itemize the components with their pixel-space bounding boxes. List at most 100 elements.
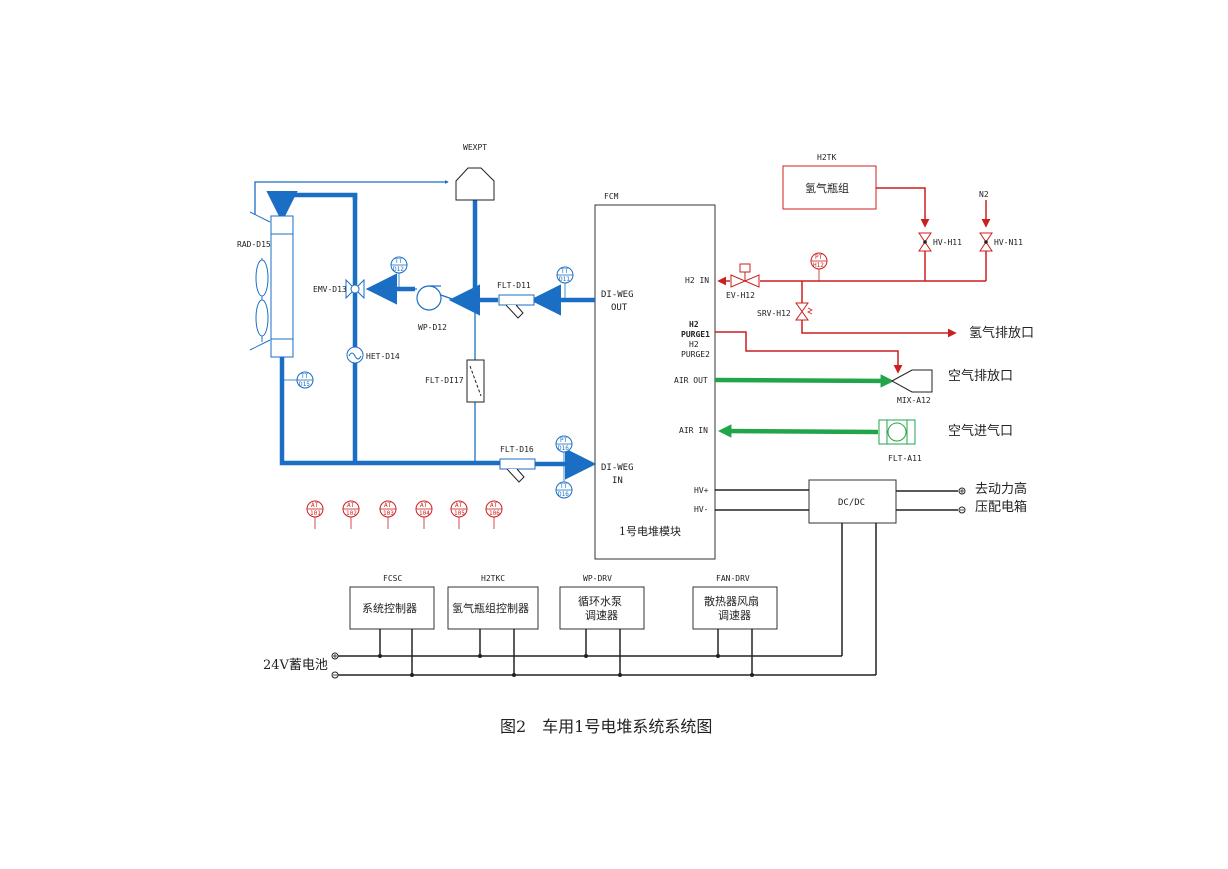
het-d14-label: HET-D14 [366, 352, 400, 361]
svg-text:EV-H12: EV-H12 [726, 291, 755, 300]
svg-text:H12: H12 [813, 262, 824, 269]
flt-di17-label: FLT-DI17 [425, 376, 464, 385]
valve-to-radiator-line [266, 190, 358, 223]
h2tk-tag: H2TK [817, 153, 836, 162]
di-weg-in-label-a: DI-WEG [601, 463, 634, 473]
expansion-tank: WEXPT [455, 143, 495, 201]
gas-analyzers: AT 101 AT 102 AT 103 AT 104 AT 105 AT 10… [306, 500, 503, 529]
stack-module-label: 1号电堆模块 [619, 525, 681, 538]
svg-text:FAN-DRV: FAN-DRV [716, 574, 750, 583]
controller-wp-drv: WP-DRV 循环水泵 调速器 [559, 574, 645, 677]
h2tk-supply-line [876, 187, 930, 228]
to-hv-box-label-b: 压配电箱 [975, 499, 1027, 515]
flt-d16-label: FLT-D16 [500, 445, 534, 454]
h2-vent-line [801, 320, 957, 338]
svg-text:102: 102 [346, 510, 357, 517]
h2-in-label: H2 IN [685, 276, 709, 285]
svg-text:系统控制器: 系统控制器 [362, 601, 417, 615]
flt-di17-filter: FLT-DI17 [425, 359, 485, 403]
svg-text:PT: PT [560, 437, 568, 444]
controller-h2tkc: H2TKC 氢气瓶组控制器 [447, 574, 539, 677]
h2-purge2-label-b: PURGE2 [681, 350, 710, 359]
radiator-fan-icon [255, 258, 269, 342]
wexpt-label: WEXPT [463, 143, 487, 152]
air-out-label: AIR OUT [674, 376, 708, 385]
flt-d11-filter: FLT-D11 [497, 281, 535, 319]
analyzer-at103: AT 103 [379, 500, 397, 529]
air-intake-label: 空气进气口 [948, 423, 1013, 439]
emv-d13-valve: EMV-D13 [313, 278, 365, 300]
figure-caption: 图2 车用1号电堆系统系统图 [500, 717, 712, 736]
hv-n11-valve: HV-N11 [979, 232, 1023, 252]
svg-text:FLT-A11: FLT-A11 [888, 454, 922, 463]
controller-fan-drv: FAN-DRV 散热器风扇 调速器 [692, 574, 778, 677]
to-hv-box-label-a: 去动力高 [975, 481, 1027, 497]
svg-text:D15: D15 [299, 381, 310, 388]
svg-text:TT: TT [560, 483, 568, 490]
analyzer-at102: AT 102 [342, 500, 360, 529]
emv-d13-label: EMV-D13 [313, 285, 347, 294]
electrical-system: DC/DC 去动力高 压配电箱 24V蓄电池 [263, 479, 1027, 679]
fcm-label: FCM [604, 192, 619, 201]
svg-text:D16: D16 [558, 445, 569, 452]
tt-d15-instrument: TT D15 [282, 371, 314, 389]
analyzer-at106: AT 106 [485, 500, 503, 529]
svg-text:AT: AT [347, 502, 355, 509]
svg-text:AT: AT [490, 502, 498, 509]
het-d14-heater: HET-D14 [346, 346, 400, 364]
heater-icon [348, 352, 362, 360]
coolant-loop [254, 180, 597, 480]
svg-text:TT: TT [301, 373, 309, 380]
svg-text:散热器风扇: 散热器风扇 [704, 594, 759, 608]
battery-terminals [331, 652, 339, 679]
svg-text:H2TKC: H2TKC [481, 574, 505, 583]
svg-text:101: 101 [310, 510, 321, 517]
hydrogen-system: H2TK 氢气瓶组 N2 HV-H11 HV-N11 EV-H12 [715, 153, 1034, 374]
svg-text:调速器: 调速器 [585, 609, 618, 622]
tt-d16-instrument: TT D16 [555, 464, 573, 499]
hv-plus-label: HV+ [694, 486, 709, 495]
air-out-line [714, 374, 895, 388]
svg-text:103: 103 [383, 510, 394, 517]
air-vent-label: 空气排放口 [948, 368, 1013, 384]
analyzer-at104: AT 104 [415, 500, 433, 529]
svg-text:D16: D16 [558, 491, 569, 498]
radiator: RAD-D15 [237, 211, 294, 358]
flt-d16-filter: FLT-D16 [499, 445, 536, 483]
battery-label: 24V蓄电池 [263, 658, 328, 673]
svg-text:106: 106 [489, 510, 500, 517]
svg-text:AT: AT [311, 502, 319, 509]
hv-h11-valve: HV-H11 [918, 232, 962, 252]
svg-text:循环水泵: 循环水泵 [578, 595, 622, 608]
svg-text:105: 105 [454, 510, 465, 517]
svg-text:PT: PT [815, 254, 823, 261]
svg-text:氢气瓶组控制器: 氢气瓶组控制器 [452, 601, 529, 615]
di-weg-in-label-b: IN [612, 476, 623, 486]
h2-purge1-label-a: H2 [689, 320, 699, 329]
svg-text:AT: AT [384, 502, 392, 509]
rad-d15-label: RAD-D15 [237, 240, 271, 249]
dcdc-label: DC/DC [838, 498, 865, 508]
di-weg-out-label-a: DI-WEG [601, 290, 634, 300]
svg-text:HV-N11: HV-N11 [994, 238, 1023, 247]
svg-text:TT: TT [561, 268, 569, 275]
wp-d12-label: WP-D12 [418, 323, 447, 332]
svg-text:AT: AT [420, 502, 428, 509]
hv-output-terminals [958, 487, 966, 514]
di-weg-out-label-b: OUT [611, 303, 628, 313]
hv-minus-label: HV- [694, 505, 708, 514]
air-in-label: AIR IN [679, 426, 708, 435]
svg-text:HV-H11: HV-H11 [933, 238, 962, 247]
tt-d12-instrument: TT D12 [390, 256, 408, 289]
h2-vent-label: 氢气排放口 [969, 325, 1034, 341]
flt-a11-filter: FLT-A11 [878, 419, 922, 463]
fcm-stack-module: FCM H2 IN H2 PURGE1 H2 PURGE2 AIR OUT AI… [594, 192, 716, 560]
pt-d16-instrument: PT D16 [555, 435, 573, 464]
svg-text:FCSC: FCSC [383, 574, 402, 583]
pt-h12-instrument: PT H12 [810, 252, 828, 281]
svg-text:AT: AT [455, 502, 463, 509]
wp-d12-pump: WP-D12 [409, 285, 447, 332]
analyzer-at101: AT 101 [306, 500, 324, 529]
svg-text:TT: TT [395, 258, 403, 265]
